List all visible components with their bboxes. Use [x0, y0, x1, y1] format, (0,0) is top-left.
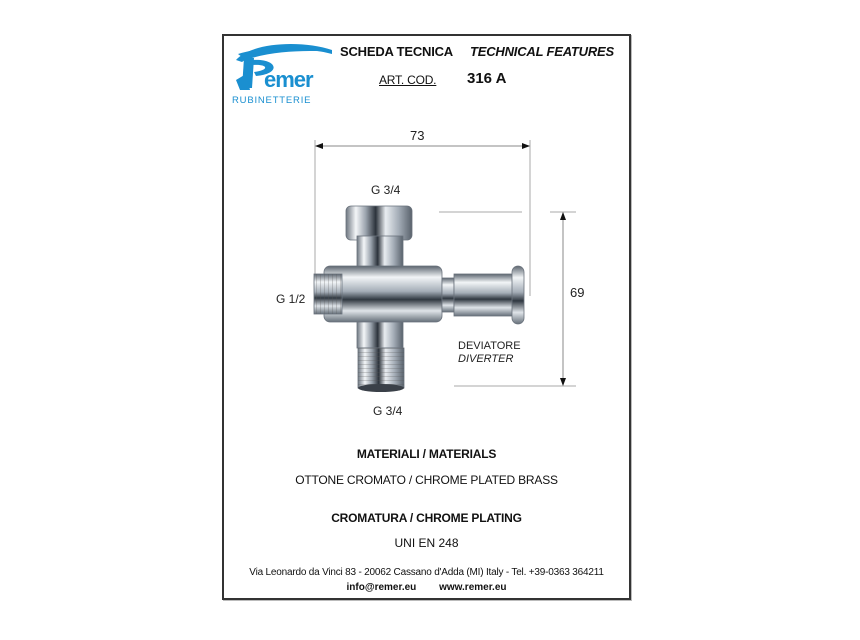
logo-subtitle: RUBINETTERIE: [232, 95, 312, 106]
email-link[interactable]: info@remer.eu: [346, 582, 417, 593]
height-dimension: 69: [570, 285, 585, 300]
top-port-label: G 3/4: [371, 183, 401, 197]
website-link[interactable]: www.remer.eu: [439, 582, 507, 593]
materials-value: OTTONE CROMATO / CHROME PLATED BRASS: [295, 473, 558, 487]
article-code-value: 316 A: [467, 70, 507, 87]
remer-logo-icon: emer: [236, 44, 332, 92]
materials-heading: MATERIALI / MATERIALS: [356, 447, 497, 461]
side-port-label: G 1/2: [276, 292, 306, 306]
diverter-label-english: DIVERTER: [458, 353, 514, 365]
technical-datasheet: emer RUBINETTERIE SCHEDA TECNICA TECHNIC…: [222, 34, 631, 600]
title-english: TECHNICAL FEATURES: [470, 44, 614, 59]
plating-heading: CROMATURA / CHROME PLATING: [331, 511, 522, 525]
svg-text:emer: emer: [264, 67, 314, 92]
diverter-valve-icon: [313, 205, 525, 392]
company-contacts: info@remer.eu www.remer.eu: [224, 582, 629, 593]
width-dimension: 73: [410, 128, 425, 143]
company-address: Via Leonardo da Vinci 83 - 20062 Cassano…: [249, 567, 604, 578]
remer-logo: emer RUBINETTERIE: [232, 40, 334, 106]
title-italian: SCHEDA TECNICA: [340, 44, 454, 59]
technical-drawing: [313, 140, 576, 392]
plating-value: UNI EN 248: [394, 536, 459, 550]
article-code-label: ART. COD.: [379, 73, 437, 87]
diverter-label-italian: DEVIATORE: [458, 340, 521, 352]
bottom-port-label: G 3/4: [373, 404, 403, 418]
